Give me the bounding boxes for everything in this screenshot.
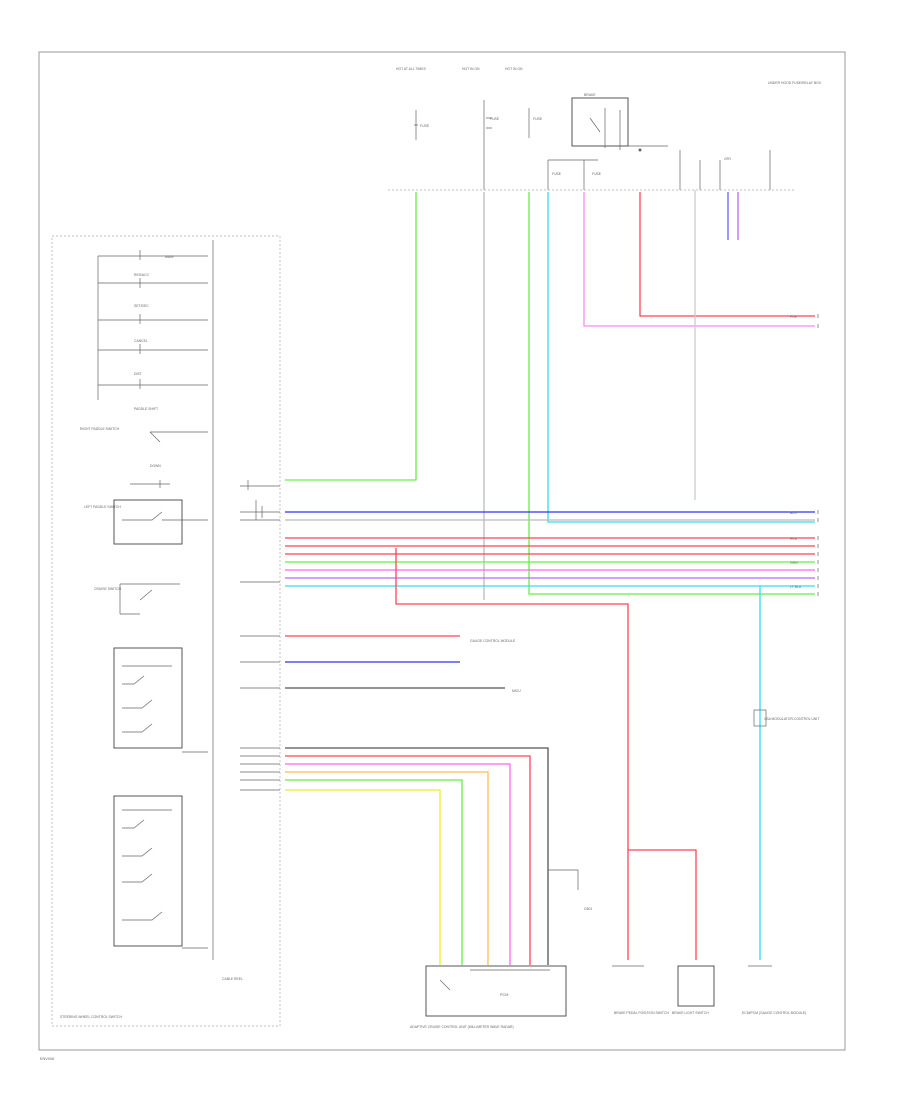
row-tag-grn: GRN [790,561,798,565]
source-label-3: HOT IN ON [505,67,523,71]
steering-switch-module: MAIN RES/ACC SET/DEC CANCEL DIST PADDLE … [51,235,281,1027]
brake-pedal-caption: BRAKE PEDAL POSITION SWITCH [614,1011,669,1015]
left-paddle-label: LEFT PADDLE SWITCH [84,505,121,509]
gauge-control-label: GAUGE CONTROL MODULE [470,639,516,643]
svg-text:DOWN: DOWN [150,464,161,468]
switch-label-paddle: PADDLE SHIFT [134,407,158,411]
left-paddle-block [113,795,183,947]
svg-text:GRY: GRY [724,157,732,161]
right-paddle-block [113,647,183,749]
harness-connector-stubs [240,480,280,791]
wire-green-acc [285,779,463,965]
source-label-1: HOT AT ALL TIMES [396,67,427,71]
acc-unit-box [425,965,567,1017]
pcm-module-label: PCM [500,993,508,997]
cruise-switch-stack: MAIN RES/ACC SET/DEC CANCEL DIST PADDLE … [98,250,208,411]
cruise-switch-label: CRUISE SWITCH [94,587,122,591]
vsa-connector [753,709,767,727]
switch-label-res: RES/ACC [134,273,150,277]
wire-green-right [528,192,815,595]
switch-label-set: SET/DEC [134,304,149,308]
fuse-label-5: FUSE [592,172,602,176]
switch-label-cancel: CANCEL [134,339,148,343]
top-power-sources: HOT AT ALL TIMES HOT IN ON HOT IN ON UND… [388,67,822,191]
right-paddle-label: RIGHT PADDLE SWITCH [80,427,120,431]
wire-red-brake [395,548,629,960]
brake-light-caption: BRAKE LIGHT SWITCH [672,1011,709,1015]
micu-label: MICU [512,689,521,693]
switch-label-main: MAIN [165,255,174,259]
row-tag-ltblu: LT BLU [790,585,802,589]
relay-label: BRAKE [584,93,596,97]
left-paddle-switch [113,499,183,545]
vsa-label: VSA MODULATOR-CONTROL UNIT [764,717,819,721]
svg-text:G501: G501 [584,907,592,911]
steering-switch-boundary [51,235,281,1027]
fuse-label-2: FUSE [490,117,500,121]
bottom-components: PCM ADAPTIVE CRUISE CONTROL UNIT (MILLIM… [410,965,806,1029]
source-label-2: HOT IN ON [462,67,480,71]
row-tag-red: RED [790,537,798,541]
acc-unit-caption: ADAPTIVE CRUISE CONTROL UNIT (MILLIMETER… [410,1025,514,1029]
wire-pink-relay [583,192,815,327]
wire-red-relay [639,192,815,317]
brake-relay-box [571,97,629,147]
top-right-label: UNDER HOOD FUSE/RELAY BOX [768,81,822,85]
wire-cyan-top [547,192,815,523]
steering-module-caption: STEERING WHEEL CONTROL SWITCH [60,1015,122,1019]
row-terminals: BLU RED GRN LT BLU PNK [790,314,819,596]
wire-harness [285,190,815,965]
row-tag-blu: BLU [790,511,797,515]
wire-green-top [285,192,417,481]
wire-yellow-acc [285,789,441,965]
fuse-label-3: FUSE [533,117,543,121]
fuse-label-4: FUSE [552,172,562,176]
switch-label-dist: DIST [134,372,142,376]
footer-code: ENV006 [40,1057,54,1061]
wire-black-acc [285,747,549,965]
diagram-frame [38,51,846,1051]
brake-light-switch-box [677,965,715,1007]
row-tag-pnk: PNK [790,315,798,319]
ecm-caption: ECM/PCM (GAUGE CONTROL MODULE) [742,1011,806,1015]
fuse-label-1: FUSE [420,124,430,128]
cable-reel-label: CABLE REEL [222,977,243,981]
